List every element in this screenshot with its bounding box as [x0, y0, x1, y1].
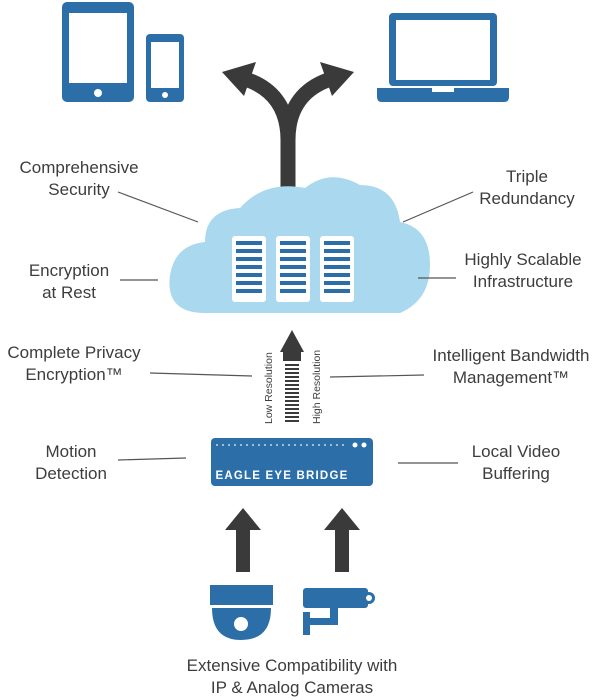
intelligent-bandwidth-label: Intelligent Bandwidth Management™ [432, 346, 590, 387]
bridge-label: EAGLE EYE BRIDGE [216, 470, 349, 482]
bridge-device-icon [211, 438, 373, 486]
triple-redundancy-label: Triple Redundancy [479, 167, 575, 208]
dome-camera-icon [210, 585, 273, 640]
local-video-buffering-label: Local Video Buffering [471, 442, 561, 483]
complete-privacy-label: Complete Privacy Encryption™ [7, 343, 141, 384]
motion-detection-label: Motion Detection [35, 442, 107, 483]
high-resolution-label: High Resolution [311, 350, 323, 424]
low-resolution-label: Low Resolution [263, 352, 275, 424]
compatibility-label: Extensive Compatibility with IP & Analog… [186, 656, 398, 697]
connector-lines [117, 191, 474, 464]
tablet-icon [62, 2, 134, 102]
camera-upload-arrow-right [324, 508, 360, 572]
upload-arrow-icon [280, 330, 304, 422]
bullet-camera-icon [303, 588, 375, 635]
comprehensive-security-label: Comprehensive Security [19, 158, 139, 199]
encryption-at-rest-label: Encryption at Rest [28, 261, 110, 302]
phone-icon [146, 34, 184, 102]
highly-scalable-label: Highly Scalable Infrastructure [464, 250, 582, 291]
fork-arrow-icon [222, 62, 354, 205]
server-rack-middle [276, 236, 310, 302]
server-rack-right [320, 236, 354, 302]
laptop-icon [377, 13, 509, 102]
server-rack-left [232, 236, 266, 302]
camera-upload-arrow-left [225, 508, 261, 572]
